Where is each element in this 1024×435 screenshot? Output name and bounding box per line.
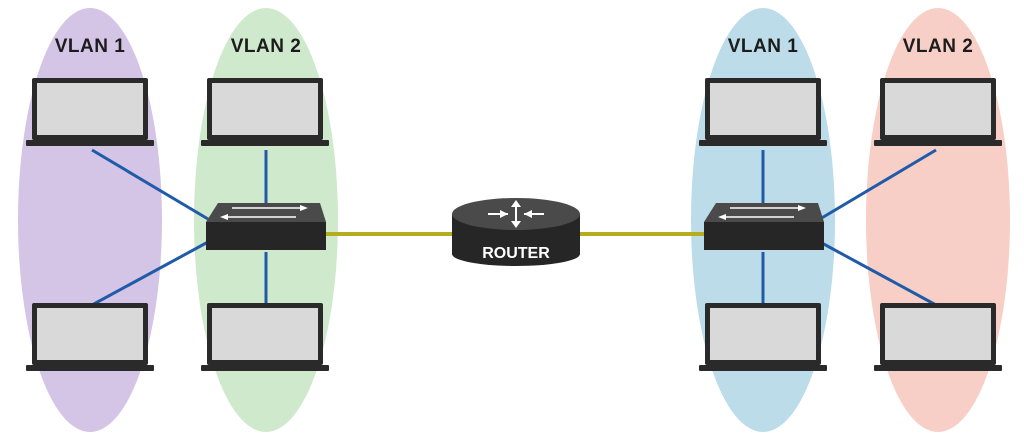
- laptop-right-vlan2-top: [874, 78, 1002, 146]
- laptop-left-vlan1-bottom: [26, 303, 154, 371]
- laptop-right-vlan1-bottom: [699, 303, 827, 371]
- right-vlan1-label: VLAN 1: [728, 36, 799, 57]
- link-right-top-laptop-v2: [819, 148, 937, 221]
- switch-right-icon: [704, 203, 824, 250]
- left-vlan2-label: VLAN 2: [231, 36, 302, 57]
- link-left-bottom-laptop-v1: [91, 240, 209, 307]
- switch-left-icon: [206, 203, 326, 250]
- link-left-top-laptop-v1: [91, 148, 209, 221]
- link-right-bottom-laptop-v2: [819, 240, 937, 307]
- laptop-left-vlan2-bottom: [201, 303, 329, 371]
- laptop-left-vlan2-top: [201, 78, 329, 146]
- right-vlan2-label: VLAN 2: [903, 36, 974, 57]
- router-icon: [452, 198, 580, 266]
- laptop-right-vlan1-top: [699, 78, 827, 146]
- laptop-right-vlan2-bottom: [874, 303, 1002, 371]
- router-label: ROUTER: [482, 245, 550, 262]
- left-vlan1-label: VLAN 1: [55, 36, 126, 57]
- laptop-left-vlan1-top: [26, 78, 154, 146]
